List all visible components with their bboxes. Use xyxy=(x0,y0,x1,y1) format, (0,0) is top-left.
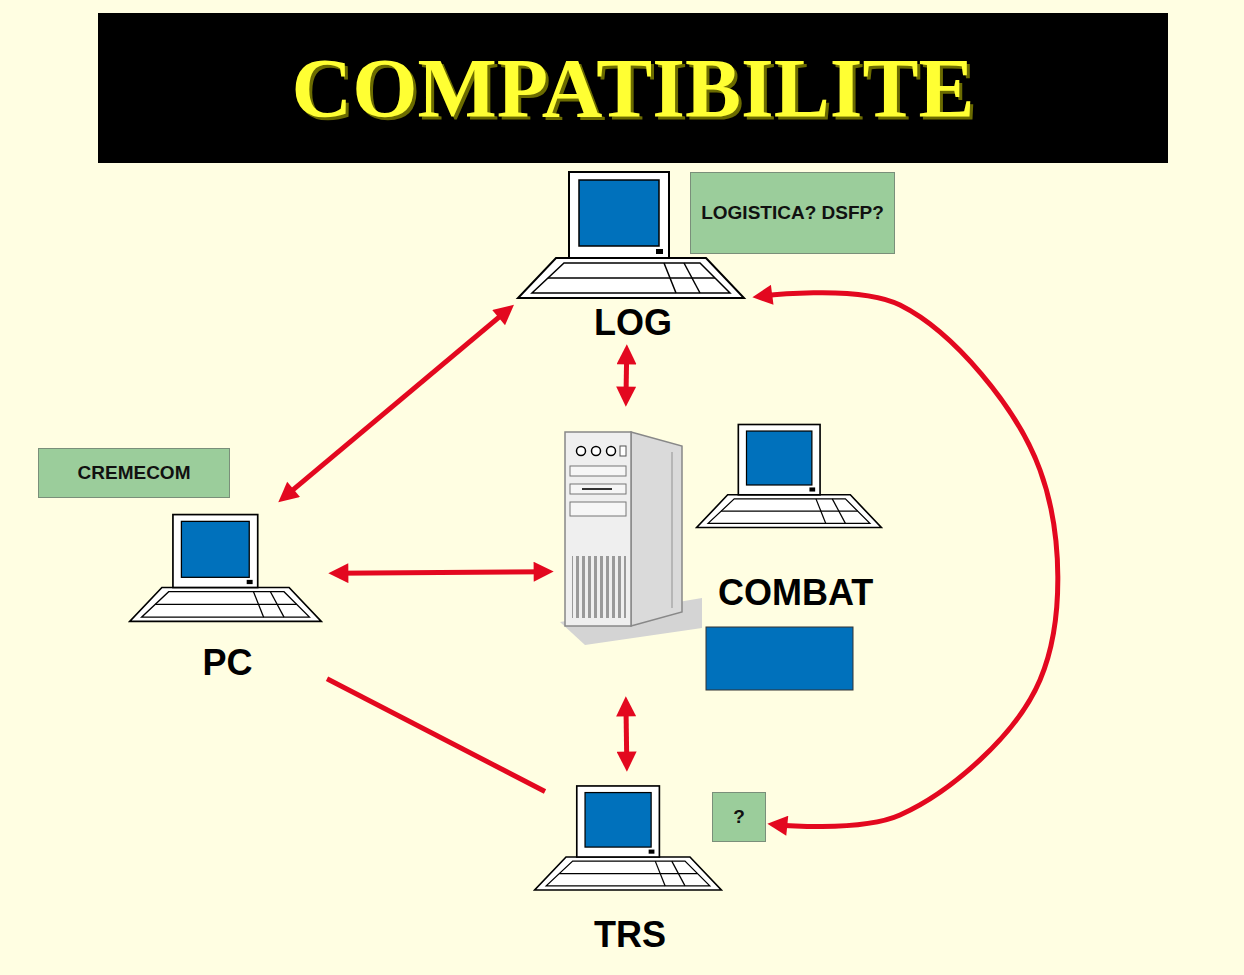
server-tower xyxy=(560,432,702,645)
note-text: ? xyxy=(733,805,745,829)
link-arrow xyxy=(283,309,508,498)
note-text: LOGISTICA? DSFP? xyxy=(701,201,884,225)
link-arrow xyxy=(623,351,629,400)
computer-icon xyxy=(130,515,322,622)
computer-icon xyxy=(535,786,722,890)
server-node: COMBAT xyxy=(555,408,889,695)
title-bar: COMPATIBILITE xyxy=(98,13,1168,163)
computer-icon xyxy=(697,425,882,528)
blue-panel xyxy=(706,627,853,690)
link-arrow xyxy=(335,572,547,574)
computer-label: LOG xyxy=(515,303,751,343)
link-arrow xyxy=(759,293,1058,827)
note-text: CREMECOM xyxy=(78,461,191,485)
computer-label: COMBAT xyxy=(718,573,889,613)
note-box: LOGISTICA? DSFP? xyxy=(690,172,895,254)
computer-node: TRS xyxy=(545,773,715,958)
title-text: COMPATIBILITE xyxy=(292,40,975,137)
note-box: ? xyxy=(712,792,766,842)
computer-label: PC xyxy=(128,643,327,683)
link-line xyxy=(327,679,545,792)
computer-label: TRS xyxy=(545,915,715,955)
computer-node: LOG xyxy=(515,256,751,343)
link-arrow xyxy=(623,703,629,765)
computer-node: PC xyxy=(128,503,327,688)
note-box: CREMECOM xyxy=(38,448,230,498)
